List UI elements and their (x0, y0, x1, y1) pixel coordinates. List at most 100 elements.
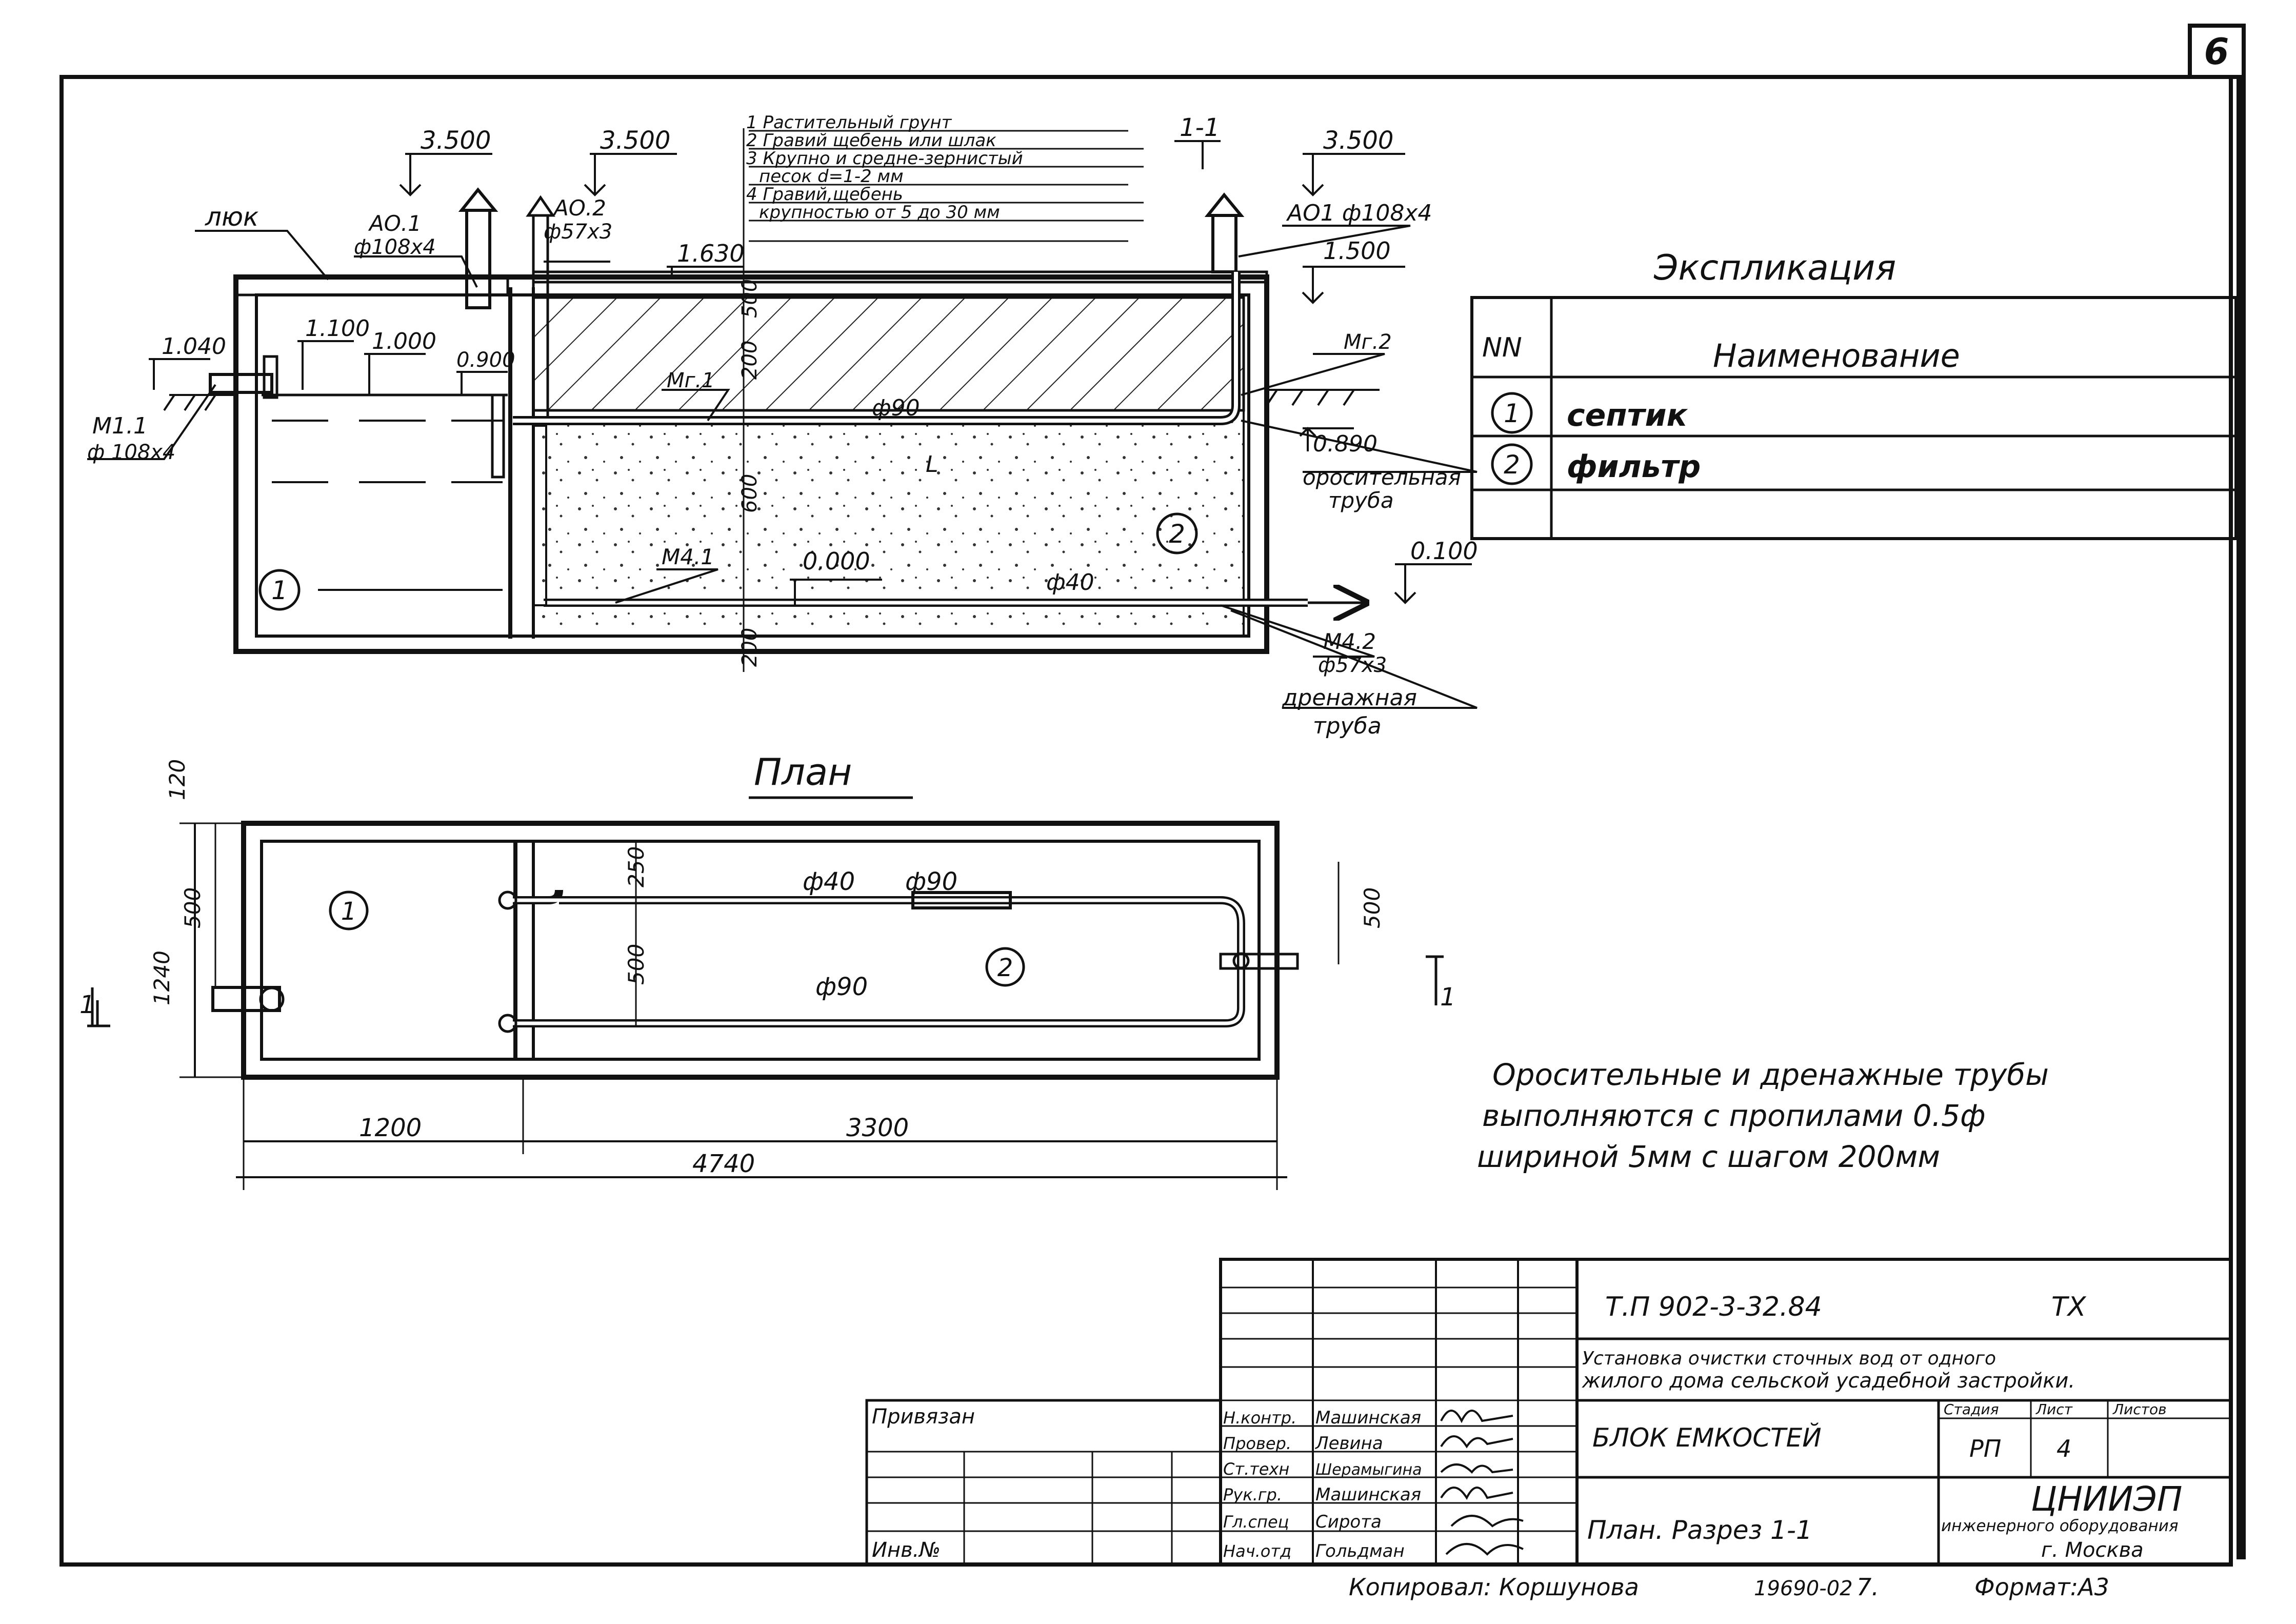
label-hatch: люк (205, 202, 258, 232)
label-mg1: Мг.1 (667, 369, 715, 392)
stamp-mark: ТХ (2051, 1292, 2087, 1322)
stamp-role-6: Нач.отд (1223, 1541, 1291, 1561)
plan-circle-2: 2 (997, 954, 1013, 982)
stamp-sheet-title: БЛОК ЕМКОСТЕЙ (1592, 1422, 1822, 1453)
label-ao1-left-d: ф108х4 (354, 235, 436, 259)
stamp-sheet: 4 (2057, 1435, 2071, 1462)
plan-pipe-d90-b: ф90 (815, 973, 868, 1001)
label-ao2: АО.2 (552, 195, 606, 221)
label-m42-d: ф57х3 (1318, 653, 1387, 677)
plan-dim-1200: 1200 (359, 1114, 422, 1142)
stamp-object-2: жилого дома сельской усадебной застройки… (1582, 1369, 2075, 1393)
label-ao2-d: ф57х3 (544, 220, 612, 244)
explication-table: Экспликация NN Наименование 1 септик 2 ф… (1470, 248, 2238, 540)
plan-pipe-d90-a: ф90 (905, 867, 957, 896)
stamp-sheet-header: Лист (2035, 1401, 2073, 1418)
label-irrigation-1: оросительная (1303, 465, 1461, 490)
plan-dim-1240: 1240 (149, 950, 174, 1005)
filter-sand-layer (532, 409, 1245, 637)
stamp-format: Формат:А3 (1974, 1573, 2109, 1601)
filter-hatched-layer (532, 296, 1245, 412)
plan-dim-500-mid: 500 (624, 944, 649, 985)
page-number: 6 (2204, 31, 2229, 73)
plan-dim-250: 250 (624, 846, 649, 887)
plan-view: План ф40 ф90 ф90 1 2 1 1 12 (79, 750, 1456, 1190)
level-1040: 1.040 (162, 333, 226, 360)
stamp-code: Т.П 902-3-32.84 (1605, 1292, 1822, 1322)
level-1630: 1.630 (677, 240, 745, 267)
plan-dim-500-right: 500 (1360, 887, 1385, 928)
level-1500: 1.500 (1323, 237, 1391, 265)
stamp-role-1: Н.контр. (1223, 1408, 1296, 1428)
section-circle-2: 2 (1169, 519, 1185, 549)
plan-cut-right: 1 (1440, 983, 1456, 1012)
dim-v-200-bottom: 200 (738, 628, 762, 667)
stamp-name-3: Шерамыгина (1315, 1461, 1422, 1479)
explication-row-1-name: септик (1567, 398, 1688, 433)
plan-pipe-d40: ф40 (803, 867, 855, 896)
plan-dim-4740: 4740 (692, 1150, 755, 1178)
stamp-privyazan: Привязан (872, 1405, 975, 1429)
plan-pipe-upper (513, 889, 1245, 1027)
layer-3: 3 Крупно и средне-зернистый (746, 148, 1023, 169)
stamp-role-5: Гл.спец (1223, 1512, 1289, 1532)
level-3500-c: 3.500 (1323, 126, 1393, 155)
level-1000: 1.000 (372, 328, 436, 354)
dim-v-500: 500 (738, 279, 762, 318)
note: Оросительные и дренажные трубы выполняют… (1477, 1057, 2049, 1174)
title-block: Привязан Инв.№ Т.П 902-3-32.84 ТХ Устано… (865, 1258, 2232, 1566)
plan-cut-left: 1 (79, 991, 95, 1019)
explication-row-2-num: 2 (1504, 450, 1520, 480)
level-3500-a: 3.500 (421, 126, 491, 155)
plan-dim-3300: 3300 (846, 1114, 909, 1142)
label-mg2: Мг.2 (1344, 330, 1392, 354)
explication-title: Экспликация (1653, 248, 1896, 288)
stamp-object-1: Установка очистки сточных вод от одного (1582, 1348, 1996, 1369)
section-1-1: 3.500 3.500 3.500 1.630 1.500 1.040 1.10… (87, 112, 1478, 739)
dim-v-200-top: 200 (738, 341, 762, 380)
plan-title: План (754, 750, 852, 794)
stamp-role-3: Ст.техн (1223, 1459, 1289, 1479)
label-drain-1: дренажная (1282, 685, 1417, 711)
label-drain-2: труба (1313, 713, 1382, 739)
label-m41: М4.1 (662, 544, 714, 569)
plan-dim-120: 120 (165, 759, 190, 800)
stamp-org-2: инженерного оборудования (1941, 1517, 2179, 1535)
section-circle-markers: 1 2 (258, 512, 1198, 611)
note-line-2: выполняются с пропилами 0.5ф (1482, 1098, 1986, 1133)
level-marks: 3.500 3.500 3.500 1.630 1.500 1.040 1.10… (149, 126, 1478, 605)
stamp-name-1: Машинская (1315, 1408, 1421, 1428)
level-0100: 0.100 (1410, 537, 1478, 565)
stamp-org-1: ЦНИИЭП (2031, 1479, 2182, 1519)
section-labels: люк АО.1 ф108х4 АО.2 ф57х3 АО1 ф108х4 М1… (87, 113, 1478, 739)
vent-pipes (458, 187, 1245, 422)
explication-col-name: Наименование (1713, 337, 1960, 374)
explication-col-nn: NN (1482, 332, 1522, 363)
section-vertical-dims: 500 200 600 200 (738, 279, 762, 667)
stamp-stage-header: Стадия (1944, 1401, 1999, 1418)
stamp-name-6: Гольдман (1315, 1541, 1405, 1561)
stamp-name-2: Левина (1314, 1433, 1383, 1454)
plan-circle-1: 1 (341, 897, 357, 926)
plan-inlet-pipe (211, 986, 281, 1012)
stamp-n7: 7. (1856, 1573, 1879, 1601)
septic-water-level (262, 393, 508, 591)
dim-v-600: 600 (738, 474, 762, 513)
plan-dim-500-left: 500 (180, 887, 205, 928)
label-m1-d: ф 108х4 (87, 441, 175, 464)
level-3500-b: 3.500 (600, 126, 670, 155)
stamp-copied: Копировал: Коршунова (1349, 1573, 1639, 1601)
septic-tank-outline (233, 274, 1269, 654)
level-0000: 0.000 (803, 547, 870, 575)
label-irrigation-2: труба (1328, 488, 1394, 513)
explication-row-1-num: 1 (1504, 399, 1520, 428)
stamp-role-4: Рук.гр. (1223, 1485, 1282, 1504)
layer-1: 1 Растительный грунт (746, 112, 952, 133)
layer-legend: 1 Растительный грунт 2 Гравий щебень или… (743, 112, 1144, 672)
explication-row-2-name: фильтр (1567, 449, 1701, 485)
stamp-number: 19690-02 (1754, 1577, 1853, 1600)
section-circle-1: 1 (271, 576, 288, 605)
layer-2: 2 Гравий щебень или шлак (746, 130, 996, 151)
stamp-name-5: Сирота (1315, 1512, 1382, 1532)
